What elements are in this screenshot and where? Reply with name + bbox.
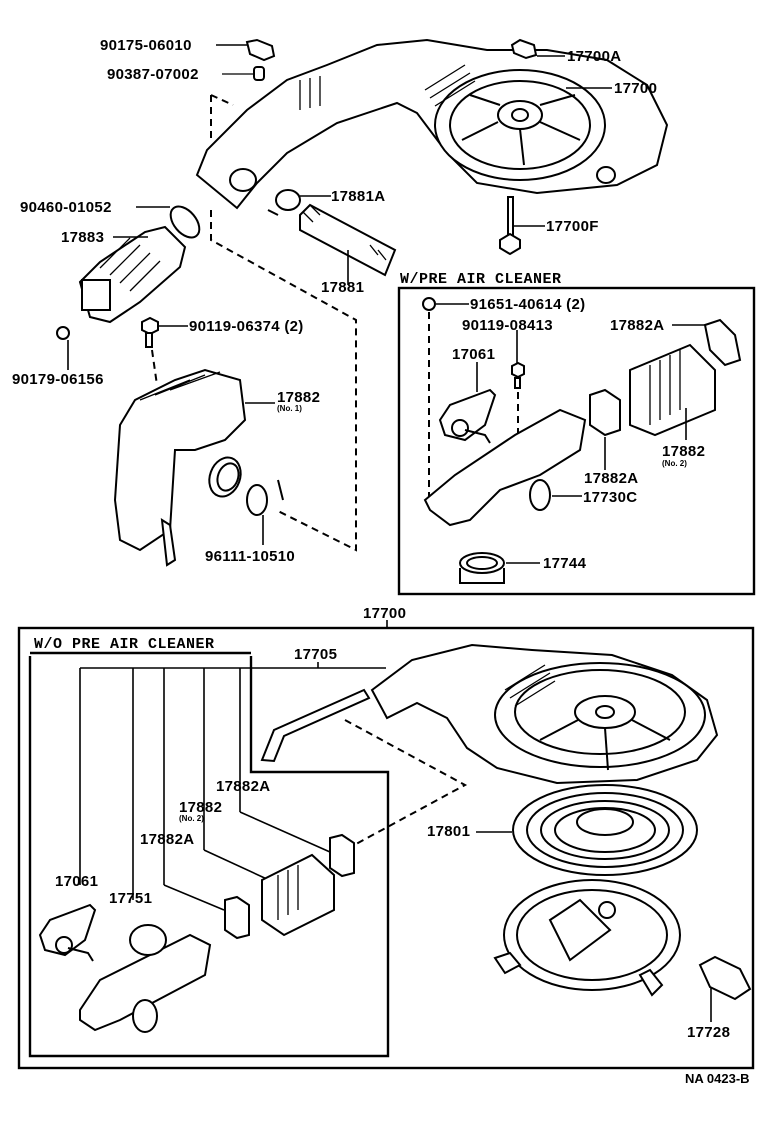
- label-90387-07002: 90387-07002: [107, 66, 199, 83]
- grommet-90387-07002-part: [222, 66, 265, 81]
- label-17882-no1: 17882: [277, 389, 321, 406]
- valve-body-17751-part: [79, 924, 212, 1033]
- guide-line: [210, 210, 357, 552]
- bolt-90119-08413-part: [511, 361, 525, 437]
- label-17744: 17744: [543, 555, 587, 572]
- label-17882-no2: 17882: [662, 443, 706, 460]
- label-17730C: 17730C: [583, 489, 638, 506]
- label-17751: 17751: [109, 890, 153, 907]
- label-90119-08413: 90119-08413: [462, 317, 553, 334]
- element-17882-no2-bottom-part: [261, 853, 335, 937]
- label-17705: 17705: [294, 646, 338, 663]
- air-cleaner-cap-17700-part: [195, 38, 669, 210]
- marker-b-symbol: [422, 297, 469, 497]
- label-17881A: 17881A: [331, 188, 386, 205]
- wo-pre-air-cleaner-frame: [28, 656, 390, 1058]
- nut-90179-06156-part: [56, 326, 70, 370]
- air-cleaner-case-lower-part: [493, 879, 681, 997]
- w-pre-air-cleaner-frame: [397, 286, 756, 596]
- label-17881: 17881: [321, 279, 365, 296]
- bolt-17700F-part: [499, 196, 545, 256]
- gasket-17882A-mid-part: [589, 388, 621, 470]
- label-17061: 17061: [452, 346, 496, 363]
- clip-90175-06010-part: [216, 38, 276, 62]
- hose-17881-part: [299, 203, 397, 285]
- label-90175-06010: 90175-06010: [100, 37, 192, 54]
- label-17882A-top: 17882A: [610, 317, 665, 334]
- label-17728: 17728: [687, 1024, 731, 1041]
- label-17882-no1-note: (No. 1): [277, 404, 302, 413]
- air-cleaner-cap-17700-bottom-part: [370, 643, 719, 785]
- label-17801: 17801: [427, 823, 471, 840]
- element-17882-no2-part: [629, 343, 716, 440]
- gasket-17882A-b-part: [224, 895, 250, 940]
- label-17700A: 17700A: [567, 48, 622, 65]
- guide-line: [344, 719, 468, 851]
- clip-17700A-part: [510, 38, 565, 60]
- label-17061-wo: 17061: [55, 873, 99, 890]
- seal-17744-part: [459, 552, 540, 584]
- wo-pre-air-cleaner-title: W/O PRE AIR CLEANER: [34, 636, 215, 653]
- bolt-90119-06374-part: [141, 316, 188, 386]
- filter-element-17801-part: [476, 784, 698, 876]
- label-17882A-a: 17882A: [216, 778, 271, 795]
- hose-17883-part: [78, 225, 187, 324]
- label-90460-01052: 90460-01052: [20, 199, 112, 216]
- label-96111-10510: 96111-10510: [205, 548, 296, 565]
- w-pre-air-cleaner-title: W/PRE AIR CLEANER: [400, 271, 562, 288]
- label-90179-06156: 90179-06156: [12, 371, 104, 388]
- label-17882-no2-wo: 17882: [179, 799, 223, 816]
- air-cleaner-case-17882-no1-part: [113, 368, 275, 567]
- label-17882A-mid: 17882A: [584, 470, 639, 487]
- tube-17705-part: [260, 688, 371, 763]
- clamp-96111-10510-part: [246, 479, 284, 545]
- label-17700F: 17700F: [546, 218, 599, 235]
- actuator-17061-part: [438, 362, 497, 444]
- diagram-reference-code: NA 0423-B: [685, 1071, 750, 1086]
- label-17700-assembly: 17700: [363, 605, 407, 622]
- gasket-17882A-a-part: [329, 833, 355, 878]
- label-17882A-b: 17882A: [140, 831, 195, 848]
- label-90119-06374: 90119-06374 (2): [189, 318, 304, 335]
- guide-line: [210, 94, 234, 140]
- label-17882-no2-wo-note: (No. 2): [179, 814, 204, 823]
- label-17883: 17883: [61, 229, 105, 246]
- clamp-17881A-part: [267, 189, 331, 216]
- actuator-17061-bottom-part: [38, 903, 97, 962]
- label-17700: 17700: [614, 80, 658, 97]
- label-17882-no2-note: (No. 2): [662, 459, 687, 468]
- leader-bracket: [79, 662, 386, 911]
- gasket-17882A-top-part: [672, 318, 742, 367]
- label-91651-40614: 91651-40614 (2): [470, 296, 586, 313]
- assembly-17700-frame: [17, 626, 755, 1070]
- valve-17730C-part: [423, 408, 587, 527]
- valve-17728-part: [698, 955, 752, 1022]
- gasket-90460-01052-part: [136, 205, 201, 239]
